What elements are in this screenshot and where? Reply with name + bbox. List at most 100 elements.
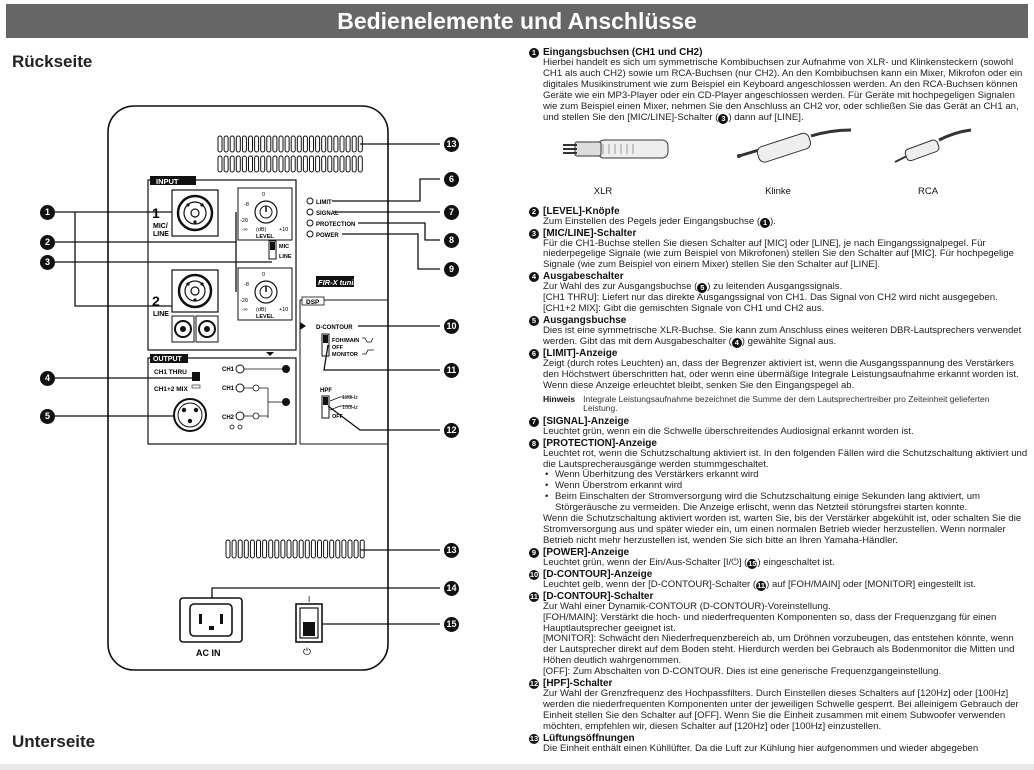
- section-heading-rueckseite: Rückseite: [12, 52, 93, 71]
- vent-slot: [280, 539, 286, 559]
- callout-1: 1: [40, 205, 55, 220]
- svg-text:FOH/MAIN: FOH/MAIN: [332, 338, 359, 344]
- item-9: 9 [POWER]-Anzeige Leuchtet grün, wenn de…: [529, 547, 1029, 569]
- callout-15: 15: [444, 617, 459, 632]
- svg-text:-8: -8: [244, 202, 249, 208]
- vent-slot: [278, 155, 284, 173]
- svg-text:-20: -20: [240, 218, 248, 224]
- vent-slot: [327, 135, 333, 153]
- vent-slot: [254, 135, 260, 153]
- vent-slot: [235, 155, 241, 173]
- callout-5: 5: [40, 409, 55, 424]
- vent-slot: [284, 135, 290, 153]
- input-2-label: LINE: [153, 311, 169, 318]
- vent-slot: [345, 155, 351, 173]
- vent-slot: [266, 135, 272, 153]
- vent-slot: [262, 539, 268, 559]
- vent-slot: [359, 539, 365, 559]
- vent-slot: [296, 155, 302, 173]
- input-section-box: [147, 179, 297, 351]
- power-symbol-icon: ⏻: [303, 647, 311, 658]
- svg-text:+10: +10: [279, 307, 288, 313]
- vent-slot: [290, 135, 296, 153]
- xlr-caption: XLR: [593, 185, 613, 197]
- rca-plug-icon: [894, 128, 972, 163]
- vent-slot: [327, 155, 333, 173]
- item-8: 8 [PROTECTION]-Anzeige Leuchtet rot, wen…: [529, 438, 1029, 547]
- output-mode-switch: [192, 372, 200, 381]
- ac-in-label: AC IN: [196, 648, 221, 658]
- svg-text:CH1: CH1: [222, 367, 235, 373]
- callout-13-top: 13: [444, 137, 459, 152]
- vent-slot: [333, 135, 339, 153]
- item-10: 10 [D-CONTOUR]-Anzeige Leuchtet gelb, we…: [529, 568, 976, 591]
- input-section-tab: [150, 176, 196, 185]
- svg-text:OFF: OFF: [332, 345, 344, 351]
- vent-slot: [296, 135, 302, 153]
- svg-text:120Hz: 120Hz: [342, 395, 358, 401]
- vent-slot: [241, 135, 247, 153]
- ch12-mix-label: CH1+2 MIX: [154, 386, 188, 393]
- svg-text:-∞: -∞: [242, 227, 248, 233]
- hpf-label: HPF: [320, 388, 332, 394]
- svg-text:+10: +10: [279, 227, 288, 233]
- vent-slot: [329, 539, 335, 559]
- rca-caption: RCA: [917, 185, 939, 197]
- item-1: 1 Eingangsbuchsen (CH1 und CH2) Hierbei …: [529, 47, 1029, 124]
- vent-slot: [323, 539, 329, 559]
- bottom-vents: [225, 539, 365, 559]
- callout-9: 9: [444, 262, 459, 277]
- vent-slot: [315, 155, 321, 173]
- vent-slot: [223, 155, 229, 173]
- item-7: 7 [SIGNAL]-Anzeige Leuchtet grün, wenn e…: [529, 416, 1029, 438]
- vent-slot: [302, 135, 308, 153]
- vent-slot: [335, 539, 341, 559]
- vent-slot: [292, 539, 298, 559]
- callout-8: 8: [444, 233, 459, 248]
- limit-label: LIMIT: [316, 200, 332, 206]
- signal-label: SIGNAL: [316, 211, 339, 217]
- vent-slot: [266, 155, 272, 173]
- vent-slot: [260, 155, 266, 173]
- vent-slot: [260, 135, 266, 153]
- svg-text:-8: -8: [244, 282, 249, 288]
- vent-slot: [237, 539, 243, 559]
- vent-slot: [353, 539, 359, 559]
- vent-slot: [272, 135, 278, 153]
- level-label-1: LEVEL: [256, 234, 274, 240]
- vent-slot: [357, 155, 363, 173]
- input-1-label-mic: MIC/: [153, 223, 168, 230]
- section-heading-unterseite: Unterseite: [12, 732, 96, 751]
- vent-slot: [351, 135, 357, 153]
- plug-illustrations: XLR Klinke RCA: [543, 126, 1029, 202]
- vent-slot: [249, 539, 255, 559]
- callout-7: 7: [444, 205, 459, 220]
- top-vents: [217, 135, 363, 173]
- vent-slot: [256, 539, 261, 559]
- vent-slot: [278, 135, 284, 153]
- vent-slot: [248, 135, 253, 153]
- dcontour-label: D-CONTOUR: [316, 325, 353, 331]
- page-title: Bedienelemente und Anschlüsse: [6, 4, 1028, 38]
- svg-text:100Hz: 100Hz: [342, 405, 358, 411]
- power-indicator-label: POWER: [316, 233, 339, 239]
- mic-label: MIC: [279, 244, 289, 250]
- vent-slot: [284, 155, 290, 173]
- callout-2: 2: [40, 235, 55, 250]
- vent-slot: [290, 155, 296, 173]
- svg-text:FIR-X tuning™: FIR-X tuning™: [318, 278, 370, 287]
- svg-text:OFF: OFF: [332, 414, 344, 420]
- vent-slot: [243, 539, 249, 559]
- protection-label: PROTECTION: [316, 222, 355, 228]
- svg-text:-20: -20: [240, 298, 248, 304]
- svg-text:MONITOR: MONITOR: [332, 352, 358, 358]
- vent-slot: [302, 155, 308, 173]
- callout-13-bottom: 13: [444, 543, 459, 558]
- svg-text:CH1: CH1: [222, 386, 235, 392]
- output-section-box: [147, 357, 297, 445]
- vent-slot: [317, 539, 322, 559]
- vent-slot: [229, 135, 235, 153]
- vent-slot: [310, 539, 316, 559]
- item-4: 4 Ausgabeschalter Zur Wahl des zur Ausga…: [529, 271, 1029, 315]
- svg-text:(dB): (dB): [256, 307, 267, 313]
